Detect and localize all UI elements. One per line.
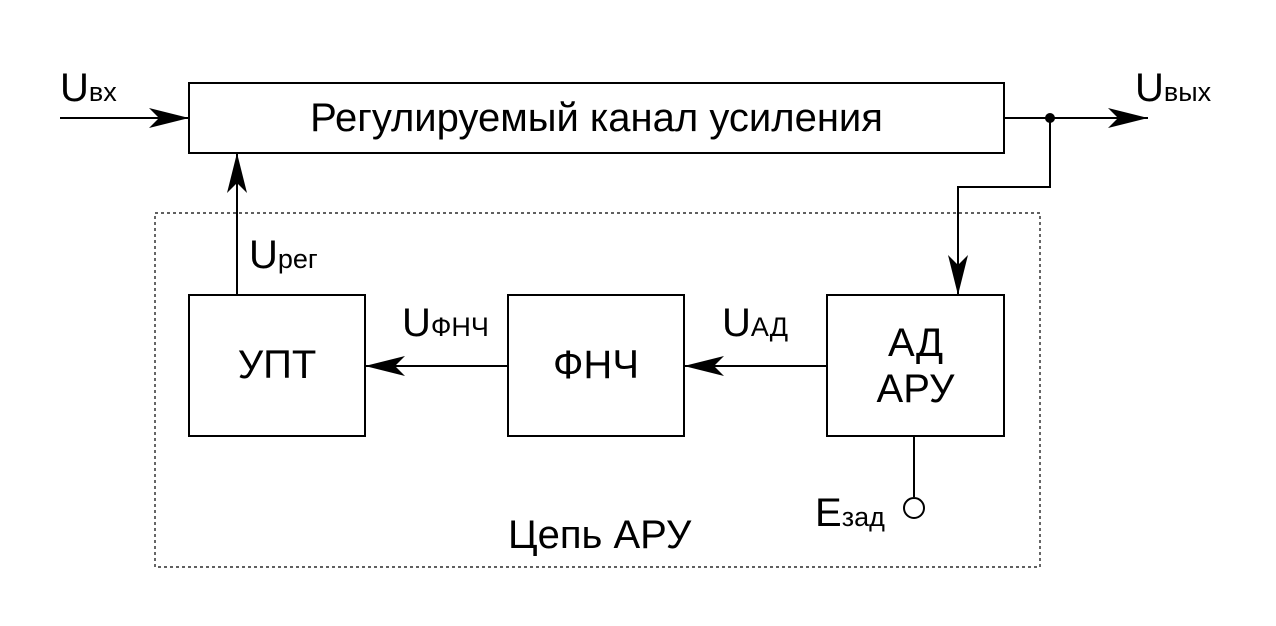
u-ad-label: UАД [722, 301, 789, 345]
upt-text: УПТ [237, 343, 317, 387]
fnch-block [507, 294, 685, 437]
fnch-label: ФНЧ [508, 295, 684, 436]
aru-text: АРУ [876, 366, 955, 411]
u-in-label: Uвх [60, 66, 117, 110]
ad-aru-label: АД АРУ [827, 295, 1004, 436]
ad-aru-block [826, 294, 1005, 437]
fnch-text: ФНЧ [553, 343, 639, 387]
agc-loop-label: Цепь АРУ [508, 513, 692, 557]
gain-channel-text: Регулируемый канал усиления [310, 95, 883, 140]
feedback-path [948, 118, 1051, 295]
u-out-label: Uвых [1135, 66, 1212, 110]
gain-channel-label: Регулируемый канал усиления [189, 83, 1004, 153]
u-fnch-label: UФНЧ [402, 301, 489, 345]
upt-block [188, 294, 366, 437]
u-reg-label: Uрег [249, 233, 318, 277]
agc-loop-boundary [154, 212, 1041, 568]
reference-terminal [903, 497, 925, 519]
ad-text: АД [887, 320, 944, 365]
upt-label: УПТ [189, 295, 365, 436]
e-zad-label: Eзад [815, 491, 885, 535]
